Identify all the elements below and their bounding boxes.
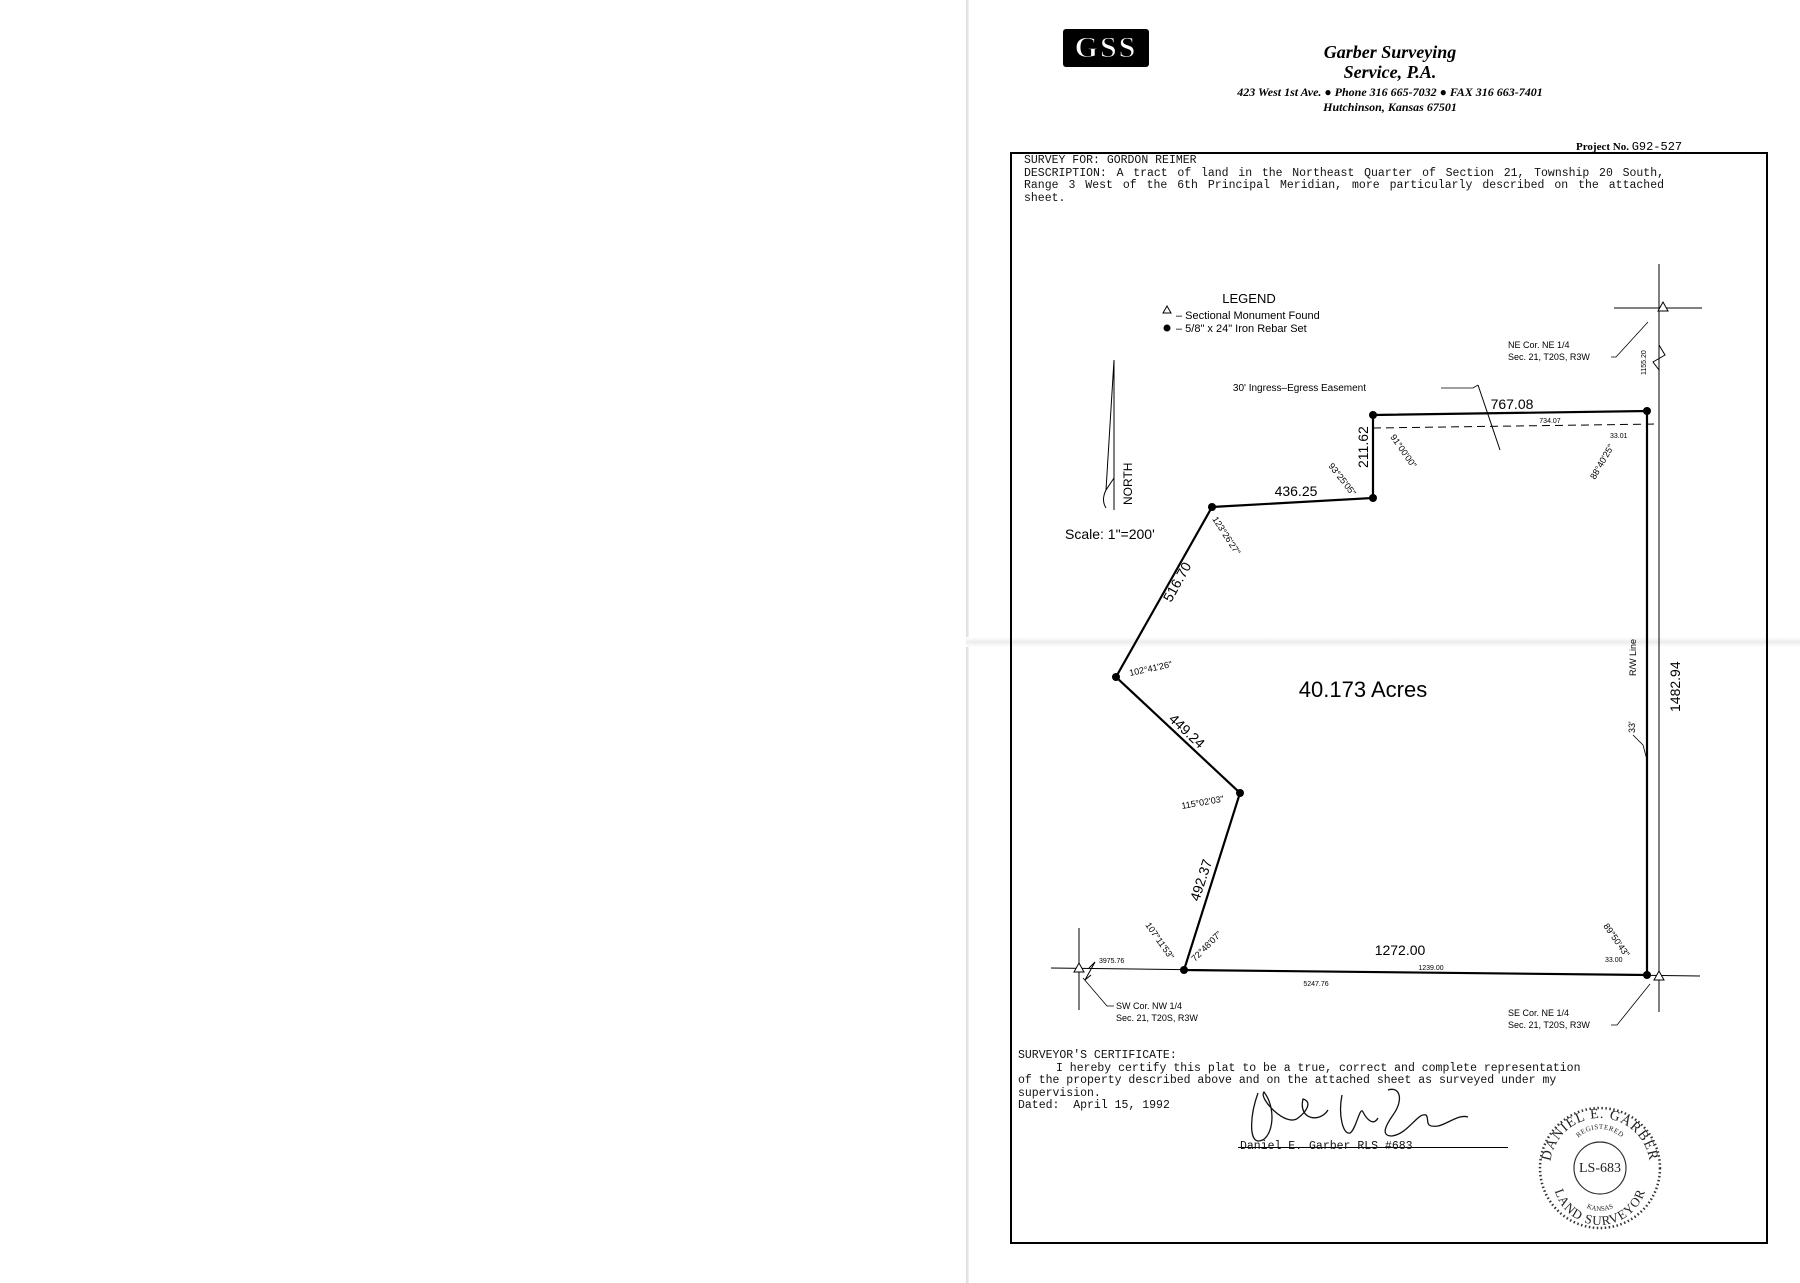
- company-name-line2: Service, P.A.: [1343, 62, 1437, 82]
- project-number: Project No. G92-527: [1576, 140, 1682, 154]
- distance-north-line: 767.08: [1491, 396, 1534, 412]
- plat-drawing: LEGEND – Sectional Monument Found – 5/8"…: [1050, 264, 1702, 1230]
- survey-plat-page: GSS Garber Surveying Service, P.A. 423 W…: [968, 0, 1800, 1283]
- legend-item-rebar: – 5/8" x 24" Iron Rebar Set: [1176, 323, 1307, 335]
- distance-sw-tie: 3975.76: [1099, 958, 1124, 965]
- angle-a2: 93°25'05": [1326, 461, 1358, 498]
- triangle-icon: [1162, 304, 1172, 314]
- description: DESCRIPTION: A tract of land in the Nort…: [1024, 166, 1664, 206]
- survey-info: SURVEY FOR: GORDON REIMER DESCRIPTION: A…: [1024, 154, 1664, 206]
- company-logo: GSS: [1063, 29, 1149, 67]
- seal-license: LS-683: [1579, 1161, 1621, 1176]
- description-label: DESCRIPTION:: [1024, 166, 1107, 180]
- easement-label: 30' Ingress–Egress Easement: [1233, 383, 1366, 394]
- distance-north-offset: 33.01: [1610, 433, 1628, 440]
- angle-a1: 91°00'00": [1388, 432, 1418, 469]
- dated-label: Dated:: [1018, 1099, 1060, 1112]
- certificate-title: SURVEYOR'S CERTIFICATE:: [1018, 1049, 1177, 1062]
- distance-sw-leg: 492.37: [1187, 857, 1216, 903]
- north-label: NORTH: [1121, 463, 1135, 505]
- ne-corner-line2: Sec. 21, T20S, R3W: [1508, 352, 1590, 362]
- triangle-icon: [1073, 300, 1669, 981]
- project-label: Project No.: [1576, 141, 1629, 153]
- plat-frame: [1010, 152, 1768, 1244]
- description-text: A tract of land in the Northeast Quarter…: [1024, 166, 1664, 205]
- legend-item-monument: – Sectional Monument Found: [1176, 310, 1320, 322]
- tract-area: 40.173 Acres: [1299, 677, 1427, 702]
- sw-corner-line1: SW Cor. NW 1/4: [1116, 1001, 1182, 1011]
- row-label: R/W Line: [1628, 639, 1638, 676]
- distance-ne-tie: 1155.20: [1641, 350, 1648, 375]
- dot-icon: [1112, 407, 1651, 979]
- paper-fold-line: [966, 637, 1800, 647]
- signature-line: [1238, 1147, 1508, 1148]
- surveyor-seal: DANIEL E. GARBER LAND SURVEYOR REGISTERE…: [1538, 1106, 1662, 1230]
- dated-value: April 15, 1992: [1073, 1099, 1170, 1112]
- certificate-line3: supervision.: [1018, 1086, 1101, 1100]
- company-name-line1: Garber Surveying: [1323, 42, 1457, 62]
- address-line1: 423 West 1st Ave. ● Phone 316 665-7032 ●…: [1237, 85, 1543, 99]
- angle-a9: 88°40'25": [1588, 443, 1616, 481]
- seal-top-text: DANIEL E. GARBER: [1539, 1107, 1660, 1163]
- certificate-line1: I hereby certify this plat to be a true,…: [1056, 1061, 1581, 1075]
- company-address: 423 West 1st Ave. ● Phone 316 665-7032 ●…: [1120, 85, 1660, 115]
- section-line-south: [1050, 967, 1701, 977]
- north-arrow-icon: [1103, 359, 1115, 510]
- angle-a4: 102°41'26": [1128, 659, 1173, 678]
- angle-a5: 115°02'03": [1181, 794, 1225, 811]
- ne-corner-line1: NE Cor. NE 1/4: [1508, 340, 1570, 350]
- angle-a6: 107°11'53": [1143, 920, 1176, 961]
- survey-for-value: GORDON REIMER: [1106, 154, 1197, 167]
- company-name: Garber Surveying Service, P.A.: [1220, 42, 1560, 82]
- sw-corner-line2: Sec. 21, T20S, R3W: [1116, 1013, 1198, 1023]
- distance-step-horizontal: 436.25: [1275, 483, 1318, 499]
- row-width: 33': [1627, 721, 1637, 733]
- angle-a3: 123°26'27": [1210, 515, 1242, 557]
- signer-name: Daniel E. Garber RLS #683: [1240, 1140, 1413, 1153]
- distance-step-vertical: 211.62: [1355, 426, 1371, 468]
- certificate-line2: of the property described above and on t…: [1018, 1074, 1557, 1087]
- distance-south-offset: 33.00: [1605, 957, 1623, 964]
- distance-east-line: 1482.94: [1667, 661, 1683, 712]
- dot-icon: [1163, 324, 1171, 332]
- scale-label: Scale: 1"=200': [1065, 526, 1155, 542]
- logo-text: GSS: [1074, 31, 1138, 65]
- signature-icon: [1250, 1088, 1469, 1142]
- seal-state: KANSAS: [1586, 1202, 1615, 1213]
- distance-south-inner: 1239.00: [1418, 965, 1443, 972]
- survey-for-label: SURVEY FOR:: [1024, 154, 1100, 167]
- angle-a8: 89°50'43": [1601, 921, 1631, 958]
- address-line2: Hutchinson, Kansas 67501: [1323, 100, 1457, 114]
- distance-section-width: 5247.76: [1303, 981, 1328, 988]
- legend-title: LEGEND: [1222, 291, 1275, 306]
- se-corner-line2: Sec. 21, T20S, R3W: [1508, 1020, 1590, 1030]
- distance-north-inner: 734.07: [1539, 418, 1561, 425]
- distance-south-line: 1272.00: [1375, 942, 1426, 958]
- project-value: G92-527: [1631, 140, 1683, 154]
- easement-line: [1372, 423, 1659, 429]
- distance-nw-leg: 516.70: [1160, 559, 1195, 604]
- surveyor-certificate: SURVEYOR'S CERTIFICATE: I hereby certify…: [1018, 1049, 1646, 1113]
- se-corner-line1: SE Cor. NE 1/4: [1508, 1008, 1569, 1018]
